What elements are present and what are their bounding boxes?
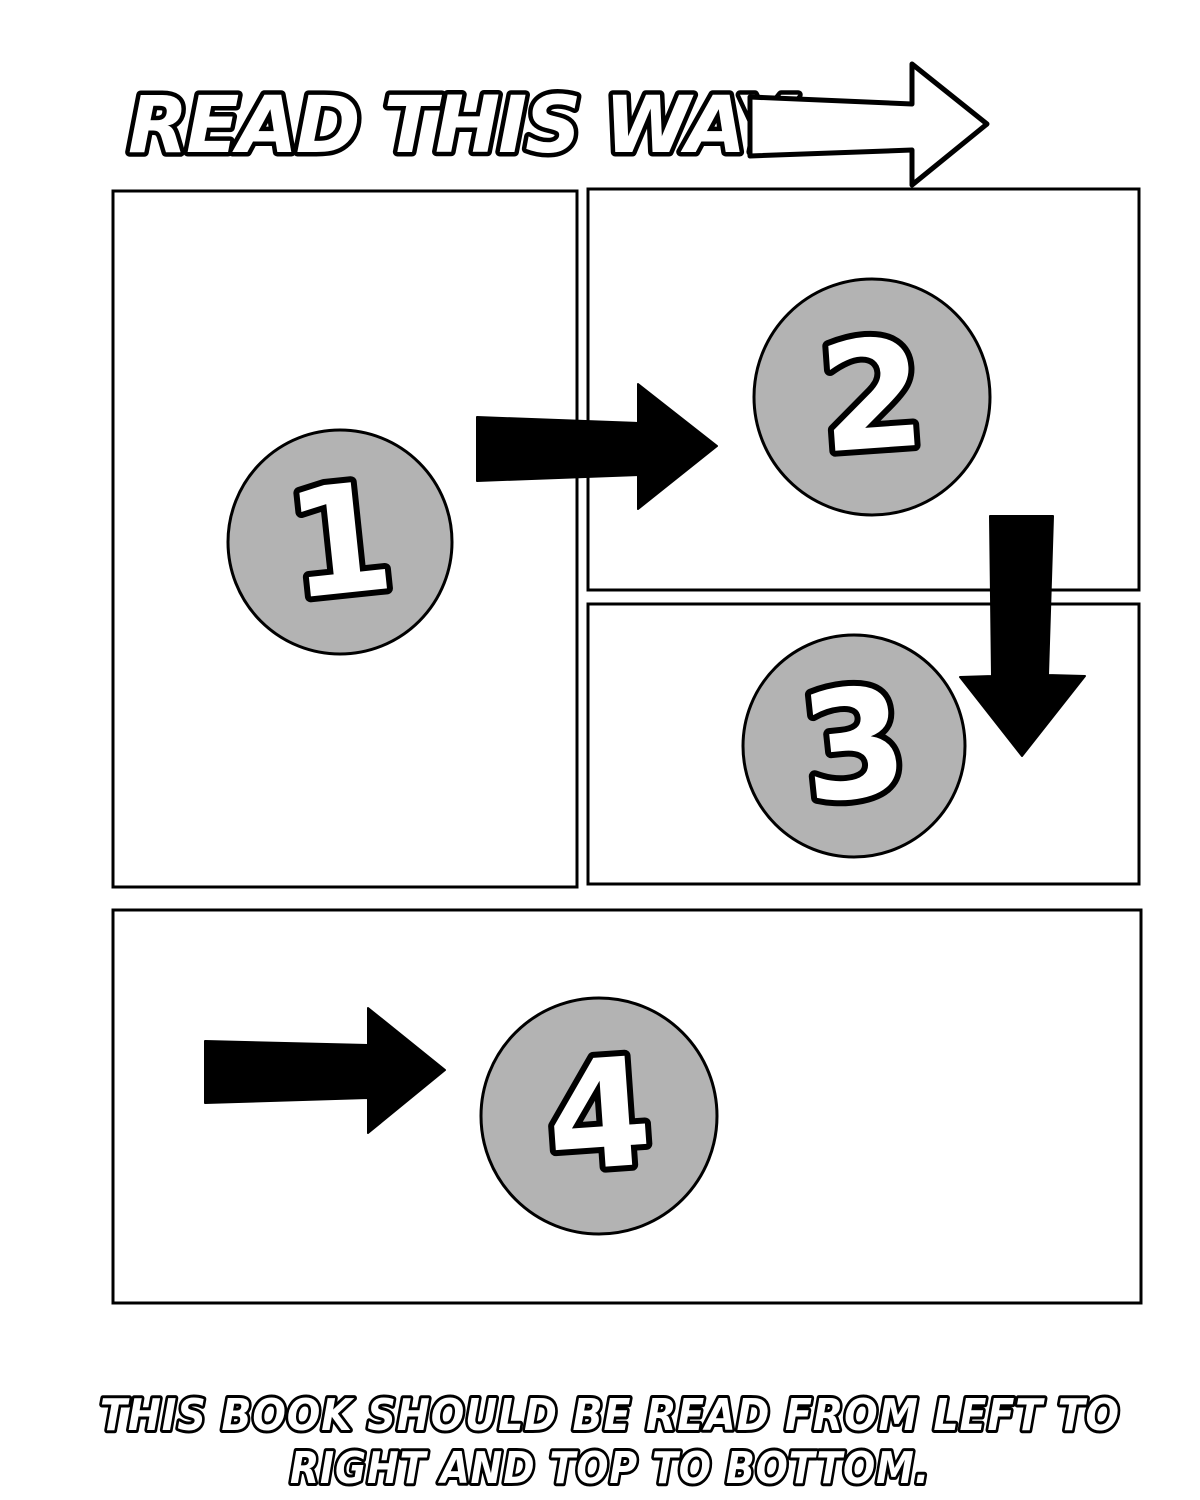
- step-badge-4: 4: [479, 996, 719, 1236]
- arrow-right-icon: [204, 1007, 446, 1134]
- step-number: 4: [541, 1026, 657, 1207]
- step-circle: [741, 633, 967, 859]
- arrow-down-icon: [959, 515, 1086, 757]
- step-badge-3: 3: [741, 633, 967, 859]
- header-title: READ THIS WAY: [128, 81, 799, 171]
- footer-line-1: THIS BOOK SHOULD BE READ FROM LEFT TO: [100, 1390, 1120, 1441]
- step-badge-2: 2: [752, 277, 992, 517]
- arrow-right-icon: [476, 383, 718, 510]
- footer-line-2: RIGHT AND TOP TO BOTTOM.: [290, 1443, 930, 1494]
- step-badge-1: 1: [226, 428, 454, 656]
- step-circle: [752, 277, 992, 517]
- step-number: 1: [279, 450, 401, 634]
- step-number: 3: [793, 654, 915, 838]
- arrow-right-icon: [747, 61, 990, 188]
- step-circle: [226, 428, 454, 656]
- step-number: 2: [814, 307, 930, 488]
- step-circle: [479, 996, 719, 1236]
